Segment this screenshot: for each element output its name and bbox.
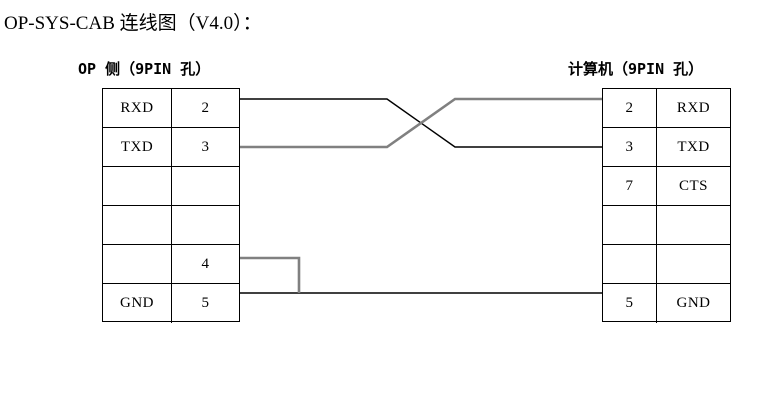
right-signal-cell: CTS [678,177,708,194]
wire-txd-to-rxd [240,97,602,149]
right-pin-cell [603,245,657,283]
table-row: 2 RXD [603,89,730,128]
right-pin-cell: 7 [603,167,657,205]
left-signal-cell [103,245,172,283]
table-row: 5 GND [603,284,730,323]
left-pin-table: RXD 2 TXD 3 4 GND 5 [102,88,240,323]
left-signal-cell: TXD [103,128,172,166]
left-connector-header: OP 侧（9PIN 孔） [78,60,211,78]
table-row: 4 [103,245,239,284]
left-pin-cell: 3 [201,138,210,155]
table-row [103,206,239,245]
right-connector-header: 计算机（9PIN 孔） [568,60,704,78]
table-row: GND 5 [103,284,239,323]
table-row [103,167,239,206]
left-pin-cell: 2 [201,99,210,116]
table-row: 7 CTS [603,167,730,206]
left-signal-cell [103,206,172,244]
wire-pin4-loopback [240,256,301,293]
right-pin-table: 2 RXD 3 TXD 7 CTS 5 GND [602,88,731,323]
table-row: TXD 3 [103,128,239,167]
right-signal-cell [657,206,730,244]
table-row: 3 TXD [603,128,730,167]
table-row [603,245,730,284]
left-pin-cell: 5 [201,295,210,311]
right-signal-cell: RXD [676,99,711,116]
right-signal-cell [657,245,730,283]
right-signal-cell: GND [676,295,711,311]
left-signal-cell [103,167,172,205]
table-row: RXD 2 [103,89,239,128]
table-row [603,206,730,245]
left-pin-cell [172,206,239,244]
right-signal-cell: TXD [677,138,710,155]
left-signal-cell: RXD [103,89,172,127]
right-pin-cell: 2 [603,89,657,127]
left-pin-cell [172,167,239,205]
left-pin-cell: 4 [201,255,210,272]
right-pin-cell: 5 [603,284,657,323]
left-signal-cell: GND [103,284,172,323]
page-title: OP-SYS-CAB 连线图（V4.0）： [4,13,262,34]
right-pin-cell: 3 [603,128,657,166]
right-pin-cell [603,206,657,244]
